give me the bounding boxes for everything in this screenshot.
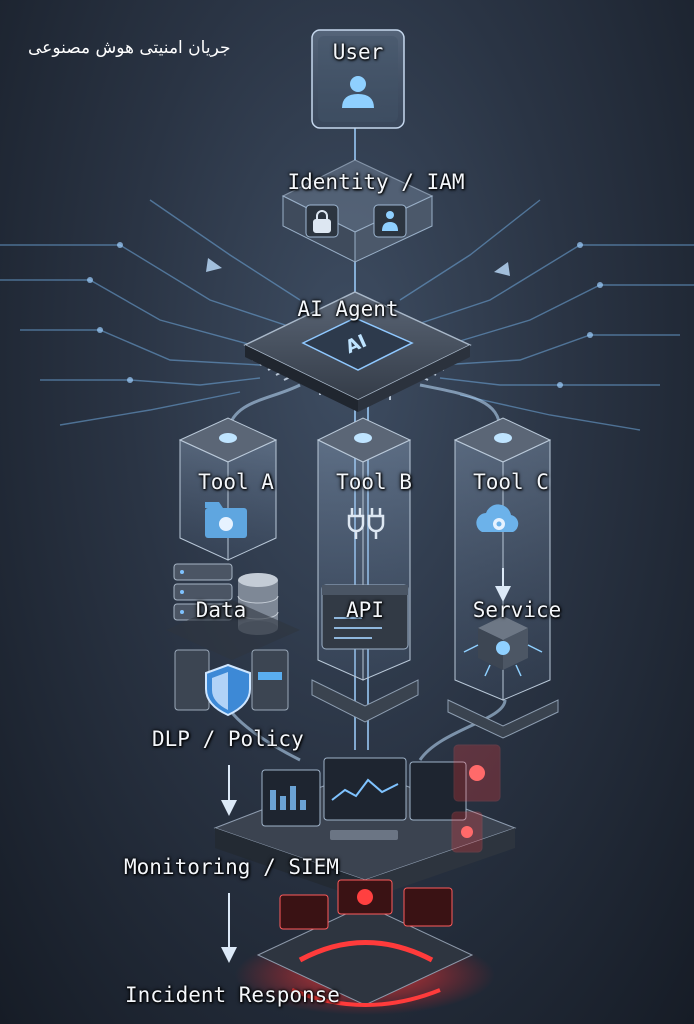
label-service: Service	[472, 598, 562, 622]
incident-node	[235, 879, 495, 1015]
user-node	[311, 29, 405, 129]
diagram-title: جریان امنیتی هوش مصنوعی	[28, 38, 231, 58]
label-api: API	[346, 598, 384, 622]
warning-icon	[451, 744, 501, 853]
data-node	[166, 563, 300, 717]
tool-b-tower	[311, 417, 419, 723]
label-tool-a: Tool A	[198, 470, 274, 494]
tool-a-tower	[178, 417, 278, 561]
lock-icon	[313, 210, 331, 233]
label-ai-agent: AI Agent	[297, 297, 399, 321]
label-user: User	[332, 40, 384, 64]
identity-node	[281, 159, 434, 263]
monitoring-node	[213, 757, 517, 900]
service-node	[463, 616, 543, 677]
label-monitoring: Monitoring / SIEM	[124, 855, 339, 879]
circuit-traces	[0, 199, 694, 431]
id-badge-icon	[382, 211, 398, 231]
user-icon	[342, 76, 374, 108]
cloud-gear-icon	[476, 504, 519, 532]
plug-icon	[347, 508, 385, 539]
folder-cloud-icon	[205, 502, 247, 538]
api-node	[321, 584, 409, 650]
shield-icon	[205, 663, 251, 717]
label-identity: Identity / IAM	[287, 170, 465, 194]
label-tool-c: Tool C	[473, 470, 549, 494]
label-data: Data	[195, 598, 247, 622]
label-tool-b: Tool B	[336, 470, 412, 494]
ai-agent-chip: AI	[243, 291, 472, 412]
label-incident: Incident Response	[125, 983, 340, 1007]
label-dlp: DLP / Policy	[152, 727, 304, 751]
